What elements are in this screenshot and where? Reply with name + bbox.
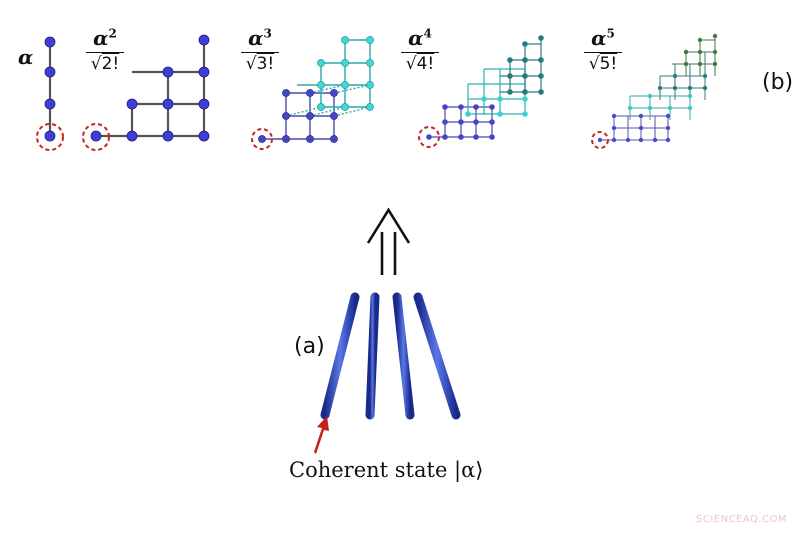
lattice-term-3-nodes — [258, 36, 374, 143]
double-up-arrow-icon — [366, 207, 411, 275]
term-4-denominator: 4! — [416, 54, 435, 74]
term-2-root-icon: √ — [90, 54, 102, 74]
origin-highlight-5 — [591, 131, 609, 149]
term-5-label: α5 √5! — [584, 26, 622, 74]
fiber-3 — [392, 292, 415, 420]
term-2-power: 2 — [108, 26, 117, 41]
optical-fibers — [320, 292, 461, 420]
lattice-term-4-nodes — [426, 35, 544, 140]
input-arrow-icon — [314, 416, 329, 454]
term-3-power: 3 — [263, 26, 272, 41]
term-3-label: α3 √3! — [241, 26, 279, 74]
term-2-denominator: 2! — [101, 54, 120, 74]
term-3-numerator: α — [248, 26, 264, 50]
panel-b-label: (b) — [762, 70, 794, 95]
term-5-numerator: α — [591, 26, 607, 50]
term-4-power: 4 — [423, 26, 432, 41]
term-3-denominator: 3! — [256, 54, 275, 74]
fiber-2 — [365, 292, 380, 420]
term-4-label: α4 √4! — [401, 26, 439, 74]
term-1-numerator: α — [18, 45, 34, 69]
coherent-state-caption: Coherent state |α⟩ — [289, 458, 484, 482]
term-2-label: α2 √2! — [86, 26, 124, 74]
fiber-4 — [413, 292, 461, 420]
panel-a-label: (a) — [294, 334, 325, 359]
term-1-label: α — [18, 45, 33, 69]
term-5-root-icon: √ — [588, 54, 600, 74]
term-2-numerator: α — [93, 26, 109, 50]
term-4-numerator: α — [408, 26, 424, 50]
origin-highlight-3 — [251, 128, 273, 150]
lattice-term-1-nodes — [44, 36, 56, 142]
lattice-term-2-nodes — [90, 34, 210, 142]
term-4-root-icon: √ — [405, 54, 417, 74]
origin-highlight-1 — [36, 123, 64, 151]
origin-highlight-2 — [82, 123, 110, 151]
fiber-1 — [320, 292, 360, 420]
origin-highlight-4 — [418, 126, 440, 148]
term-5-power: 5 — [606, 26, 615, 41]
term-3-root-icon: √ — [245, 54, 257, 74]
lattice-term-5-nodes — [597, 33, 718, 143]
watermark: SCIENCEAQ.COM — [696, 514, 788, 525]
term-5-denominator: 5! — [599, 54, 618, 74]
